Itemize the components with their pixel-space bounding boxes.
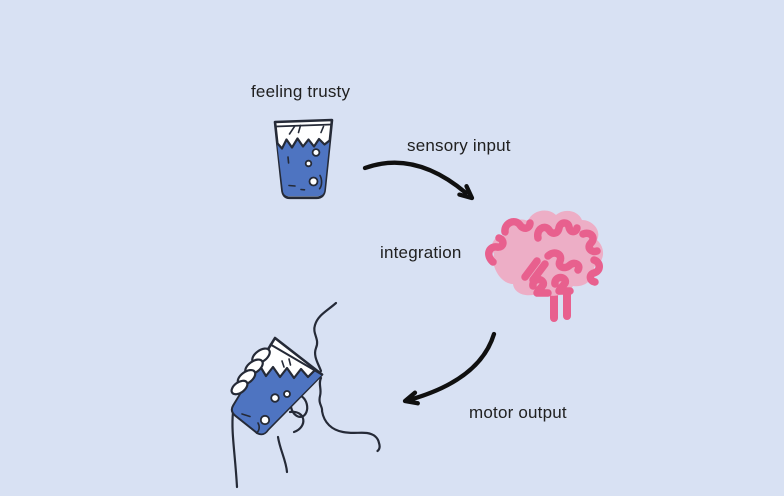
label-sensory-input: sensory input — [407, 136, 511, 155]
bubbles — [304, 148, 321, 187]
forearm-line — [231, 410, 239, 489]
face-profile-line — [313, 301, 338, 373]
brain-icon — [485, 210, 604, 322]
tilted-glass-shine-ticks — [281, 358, 292, 368]
wrist-line — [276, 435, 289, 474]
brain-stem — [550, 288, 571, 322]
sensory-arrow-curve — [362, 160, 469, 196]
motor-arrow-curve — [406, 331, 497, 403]
chin-neck-line — [318, 376, 381, 453]
sensory-arrowhead — [457, 184, 475, 201]
water-surface-line — [276, 137, 331, 150]
motor-arrow-icon — [402, 331, 497, 406]
fingertip-ovals — [230, 347, 271, 396]
water-glass-icon — [273, 118, 334, 200]
person-drinking-water-icon — [230, 301, 381, 489]
tilted-water-detail-marks — [241, 413, 260, 434]
label-motor-output: motor output — [469, 403, 567, 422]
tilted-water-surface-line — [252, 364, 324, 380]
tilted-glass-rim-line — [269, 343, 322, 375]
motor-arrowhead — [402, 390, 420, 406]
tilted-glass-bubbles — [259, 390, 291, 426]
glass-shine-ticks — [288, 124, 325, 135]
water-detail-marks — [287, 156, 323, 191]
sensory-arrow-icon — [362, 160, 475, 201]
label-integration: integration — [380, 243, 462, 262]
glass-rim-line — [274, 123, 333, 128]
brain-folds — [485, 218, 603, 297]
label-feeling-trusty: feeling trusty — [251, 82, 351, 101]
